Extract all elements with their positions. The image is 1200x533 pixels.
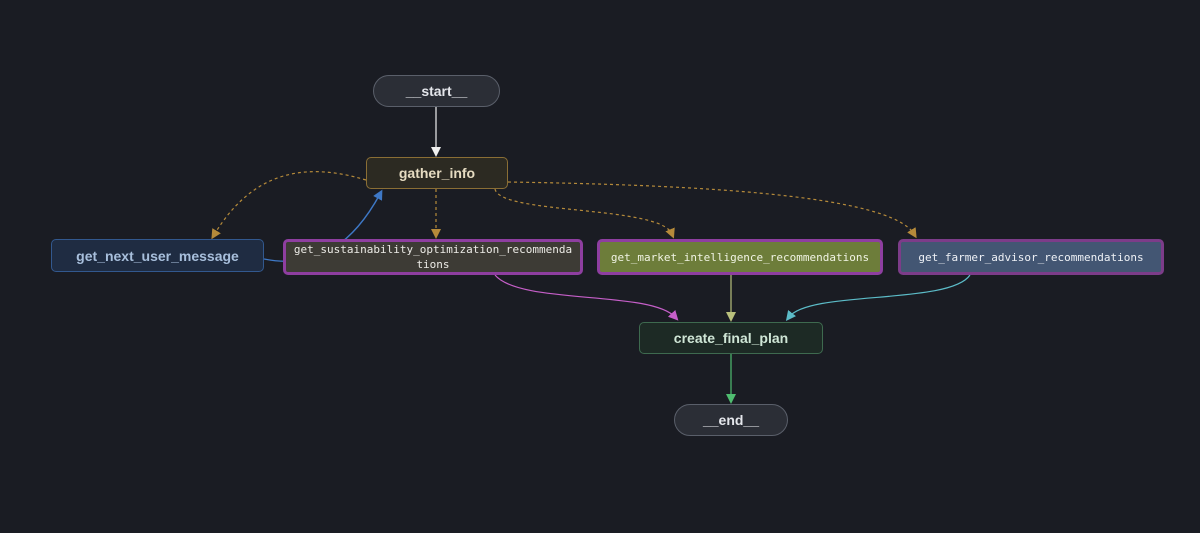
node-get-market-intelligence-recommendations[interactable]: get_market_intelligence_recommendations xyxy=(597,239,883,275)
node-end-label: __end__ xyxy=(702,412,760,428)
node-get-next-user-message-label: get_next_user_message xyxy=(76,247,239,264)
node-end[interactable]: __end__ xyxy=(674,404,788,436)
edge-get-sustainability-to-create-final-plan xyxy=(494,274,679,321)
node-start-label: __start__ xyxy=(405,83,468,99)
node-get-farmer-label: get_farmer_advisor_recommendations xyxy=(918,250,1144,264)
node-get-next-user-message[interactable]: get_next_user_message xyxy=(51,239,264,272)
node-create-final-plan-label: create_final_plan xyxy=(673,330,789,346)
edge-gather-info-to-get-market xyxy=(494,188,675,239)
node-get-market-label: get_market_intelligence_recommendations xyxy=(610,250,870,264)
node-start[interactable]: __start__ xyxy=(373,75,500,107)
node-get-sustainability-optimization-recommendations[interactable]: get_sustainability_optimization_recommen… xyxy=(283,239,583,275)
node-gather-info-label: gather_info xyxy=(398,165,476,181)
edge-gather-info-to-get-farmer xyxy=(507,181,917,239)
node-gather-info[interactable]: gather_info xyxy=(366,157,508,189)
node-get-sustainability-label: get_sustainability_optimization_recommen… xyxy=(293,243,573,271)
node-create-final-plan[interactable]: create_final_plan xyxy=(639,322,823,354)
edge-gather-info-to-get-next-user-message xyxy=(211,171,367,240)
edge-get-farmer-to-create-final-plan xyxy=(785,274,971,321)
node-get-farmer-advisor-recommendations[interactable]: get_farmer_advisor_recommendations xyxy=(898,239,1164,275)
